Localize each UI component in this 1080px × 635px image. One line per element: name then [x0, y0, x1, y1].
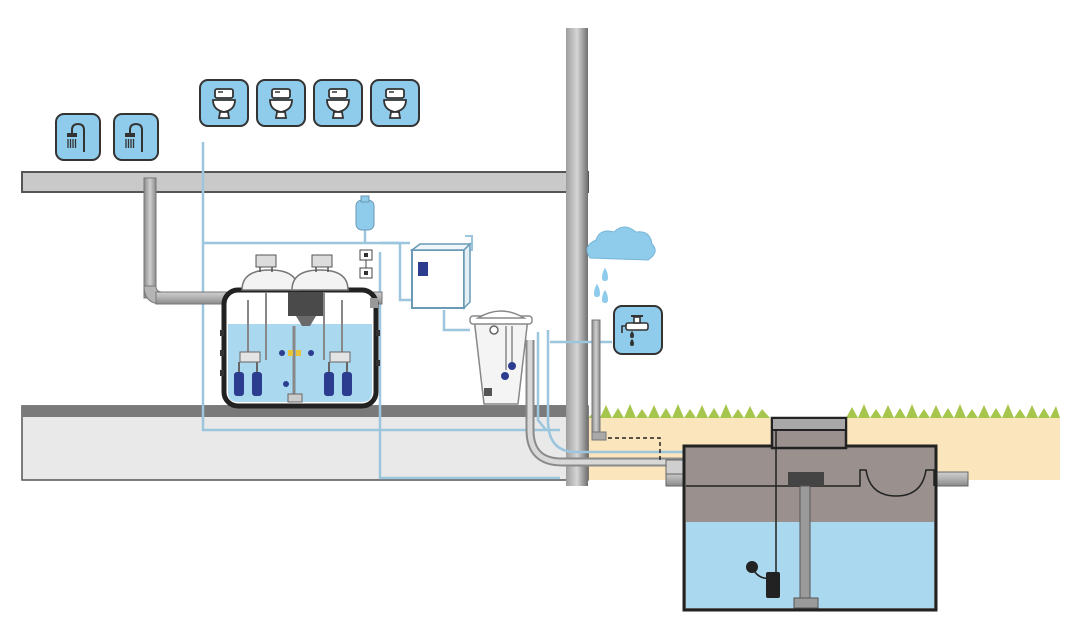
expansion-vessel — [355, 195, 375, 231]
upper-floor-slab — [21, 171, 589, 193]
underground-rainwater-tank — [682, 416, 938, 612]
pump-right-b — [342, 372, 352, 396]
shower-drain-pipe-vertical — [143, 177, 157, 299]
rain-cloud-icon — [586, 226, 656, 303]
tank-shaft-lid — [771, 417, 847, 431]
submersible-pump — [766, 572, 780, 598]
control-to-filter — [442, 310, 470, 332]
treatment-tank-water — [228, 324, 372, 402]
greywater-treatment-tank — [220, 254, 380, 409]
control-line-a — [380, 241, 412, 302]
control-line-b — [378, 252, 560, 480]
motor-right — [311, 254, 333, 268]
rain-overflow-dashed — [608, 437, 661, 460]
toilet-fixture-4 — [370, 79, 420, 127]
filter-float-1 — [508, 362, 516, 370]
pump-left-b — [252, 372, 262, 396]
motor-left — [255, 254, 277, 268]
shower-icon — [113, 113, 159, 161]
exterior-wall — [566, 28, 588, 486]
ground-floor-slab-top — [22, 406, 588, 417]
float-switch-2 — [308, 350, 314, 356]
pump-right-a — [324, 372, 334, 396]
tank-standpipe — [799, 485, 811, 603]
grass-left — [588, 404, 770, 418]
toilet-fixture-1 — [199, 79, 249, 127]
screen-filter — [288, 292, 324, 316]
outdoor-tap-fixture — [613, 305, 663, 355]
screen-filter-hopper — [296, 316, 316, 326]
building — [21, 28, 589, 486]
toilet-fixture-3 — [313, 79, 363, 127]
rain-downpipe-shoe — [591, 431, 607, 441]
tank-dome-left — [241, 269, 299, 291]
control-unit — [409, 242, 472, 310]
rainwater-filter-collector — [469, 310, 533, 405]
control-display — [418, 262, 428, 276]
filter-outlet-line — [536, 332, 547, 431]
tank-dome-right — [291, 269, 349, 291]
filter-float-2 — [501, 372, 509, 380]
float-switch-1 — [279, 350, 285, 356]
ground-floor-slab — [21, 405, 589, 481]
toilet-fixture-2 — [256, 79, 306, 127]
shower-icon — [55, 113, 101, 161]
pump-left-a — [234, 372, 244, 396]
grass-right — [846, 404, 1060, 418]
toilet-supply-line — [201, 142, 560, 432]
level-sensors — [359, 249, 373, 279]
tank-overflow-stub — [370, 298, 378, 308]
shower-fixture-1 — [55, 113, 101, 161]
shower-fixture-2 — [113, 113, 159, 161]
tank-ceiling — [686, 469, 935, 497]
rain-downpipe — [591, 319, 601, 439]
